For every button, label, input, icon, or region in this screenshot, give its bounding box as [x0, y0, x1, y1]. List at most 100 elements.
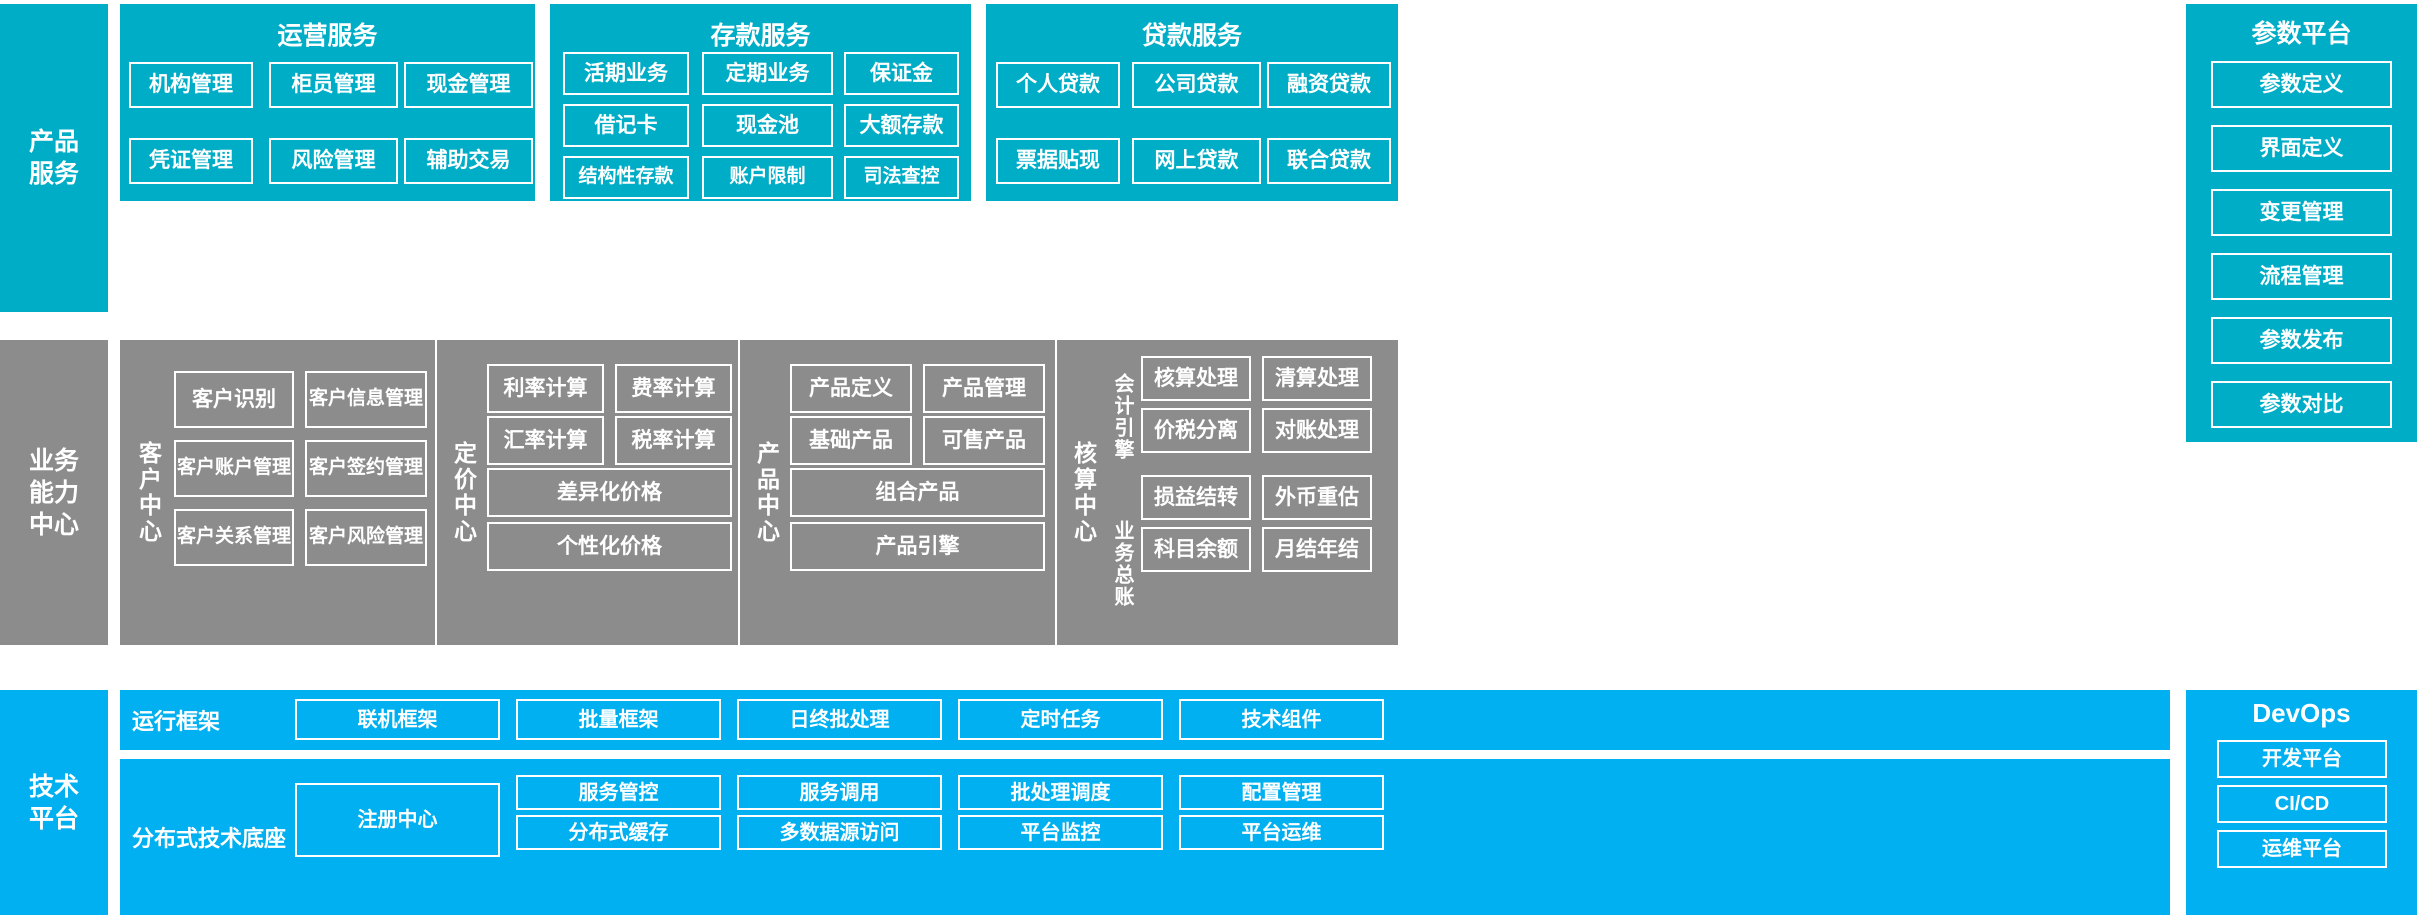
- tile-price-tax-separation[interactable]: 价税分离: [1141, 408, 1251, 453]
- tile-customer-info-management[interactable]: 客户信息管理: [305, 371, 427, 428]
- tile-cash-pool[interactable]: 现金池: [702, 104, 833, 147]
- tile-settlement-processing[interactable]: 清算处理: [1262, 356, 1372, 401]
- business-capability-label-line2: 能力: [28, 478, 79, 507]
- tile-risk-management[interactable]: 风险管理: [269, 138, 398, 184]
- tile-process-management[interactable]: 流程管理: [2211, 253, 2392, 300]
- tile-combined-product[interactable]: 组合产品: [790, 468, 1045, 517]
- business-capability-label-line3: 中心: [28, 510, 79, 539]
- tile-auxiliary-transaction[interactable]: 辅助交易: [404, 138, 533, 184]
- tile-product-engine[interactable]: 产品引擎: [790, 522, 1045, 571]
- tile-personal-loan[interactable]: 个人贷款: [996, 62, 1120, 108]
- tile-tax-rate-calc[interactable]: 税率计算: [615, 416, 732, 465]
- group-operation-service-title: 运营服务: [277, 22, 378, 50]
- tile-profit-loss-carryover[interactable]: 损益结转: [1141, 475, 1251, 520]
- tile-voucher-management[interactable]: 凭证管理: [129, 138, 253, 184]
- tile-service-invocation[interactable]: 服务调用: [737, 775, 942, 810]
- center-product-label: 产品中心: [753, 440, 780, 545]
- tile-subject-balance[interactable]: 科目余额: [1141, 527, 1251, 572]
- technology-platform-band-label: 技术 平台: [0, 690, 108, 915]
- tile-joint-loan[interactable]: 联合贷款: [1267, 138, 1391, 184]
- tile-platform-operations[interactable]: 平台运维: [1179, 815, 1384, 850]
- group-deposit-service: 存款服务 活期业务 定期业务 保证金 借记卡 现金池 大额存款 结构性存款 账户…: [550, 4, 971, 201]
- tile-margin-deposit[interactable]: 保证金: [844, 52, 959, 95]
- business-capability-label: 业务 能力 中心: [0, 340, 108, 645]
- tile-month-year-closing[interactable]: 月结年结: [1262, 527, 1372, 572]
- group-loan-service-title: 贷款服务: [1141, 22, 1242, 50]
- tile-differentiated-price[interactable]: 差异化价格: [487, 468, 732, 517]
- tile-batch-framework[interactable]: 批量框架: [516, 699, 721, 740]
- tile-online-framework[interactable]: 联机框架: [295, 699, 500, 740]
- tile-customer-relation-management[interactable]: 客户关系管理: [174, 509, 294, 566]
- tile-registry-center[interactable]: 注册中心: [295, 783, 500, 857]
- tile-basic-product[interactable]: 基础产品: [790, 416, 912, 465]
- tile-large-deposit[interactable]: 大额存款: [844, 104, 959, 147]
- tile-interest-rate-calc[interactable]: 利率计算: [487, 364, 604, 413]
- technology-platform-label-line2: 平台: [28, 804, 79, 833]
- tech-row-distributed-base-label: 分布式技术底座: [132, 826, 287, 851]
- tile-end-of-day-batch[interactable]: 日终批处理: [737, 699, 942, 740]
- tile-parameter-publish[interactable]: 参数发布: [2211, 317, 2392, 364]
- center-pricing-label: 定价中心: [450, 440, 477, 545]
- tile-customer-account-management[interactable]: 客户账户管理: [174, 440, 294, 497]
- tile-scheduled-task[interactable]: 定时任务: [958, 699, 1163, 740]
- tile-bill-discount[interactable]: 票据贴现: [996, 138, 1120, 184]
- group-operation-service: 运营服务 机构管理 柜员管理 现金管理 凭证管理 风险管理 辅助交易: [120, 4, 535, 201]
- tile-fee-rate-calc[interactable]: 费率计算: [615, 364, 732, 413]
- center-accounting-sublabel-ledger: 业务总账: [1111, 520, 1133, 608]
- group-loan-service: 贷款服务 个人贷款 公司贷款 融资贷款 票据贴现 网上贷款 联合贷款: [986, 4, 1398, 201]
- parameter-platform-title: 参数平台: [2251, 20, 2352, 48]
- tile-sellable-product[interactable]: 可售产品: [923, 416, 1045, 465]
- tile-change-management[interactable]: 变更管理: [2211, 189, 2392, 236]
- product-service-label-line1: 产品: [28, 128, 79, 156]
- tile-technical-component[interactable]: 技术组件: [1179, 699, 1384, 740]
- tile-corporate-loan[interactable]: 公司贷款: [1132, 62, 1261, 108]
- tile-online-loan[interactable]: 网上贷款: [1132, 138, 1261, 184]
- business-capability-band-label: 业务 能力 中心: [0, 340, 108, 645]
- tile-exchange-rate-calc[interactable]: 汇率计算: [487, 416, 604, 465]
- tile-judicial-control[interactable]: 司法查控: [844, 156, 959, 199]
- tile-distributed-cache[interactable]: 分布式缓存: [516, 815, 721, 850]
- tile-foreign-currency-revaluation[interactable]: 外币重估: [1262, 475, 1372, 520]
- tile-accounting-processing[interactable]: 核算处理: [1141, 356, 1251, 401]
- tile-interface-definition[interactable]: 界面定义: [2211, 125, 2392, 172]
- tile-demand-business[interactable]: 活期业务: [563, 52, 689, 95]
- tile-teller-management[interactable]: 柜员管理: [269, 62, 398, 108]
- tile-parameter-compare[interactable]: 参数对比: [2211, 381, 2392, 428]
- tile-customer-identify[interactable]: 客户识别: [174, 371, 294, 428]
- tile-platform-monitoring[interactable]: 平台监控: [958, 815, 1163, 850]
- product-service-label-line2: 服务: [28, 160, 79, 188]
- tile-batch-scheduling[interactable]: 批处理调度: [958, 775, 1163, 810]
- technology-platform-label: 技术 平台: [0, 690, 108, 915]
- tile-time-business[interactable]: 定期业务: [702, 52, 833, 95]
- tile-product-management[interactable]: 产品管理: [923, 364, 1045, 413]
- devops-panel: DevOps 开发平台 CI/CD 运维平台: [2186, 690, 2417, 915]
- tile-structured-deposit[interactable]: 结构性存款: [563, 156, 689, 199]
- center-product: 产品中心 产品定义 产品管理 基础产品 可售产品 组合产品 产品引擎: [740, 340, 1055, 645]
- tile-customer-contract-management[interactable]: 客户签约管理: [305, 440, 427, 497]
- tile-ops-platform[interactable]: 运维平台: [2217, 830, 2387, 868]
- tile-org-management[interactable]: 机构管理: [129, 62, 253, 108]
- tile-account-restriction[interactable]: 账户限制: [702, 156, 833, 199]
- tile-cash-management[interactable]: 现金管理: [404, 62, 533, 108]
- tech-row-runtime-framework: 运行框架 联机框架 批量框架 日终批处理 定时任务 技术组件: [120, 690, 2170, 750]
- tile-service-governance[interactable]: 服务管控: [516, 775, 721, 810]
- tile-personalized-price[interactable]: 个性化价格: [487, 522, 732, 571]
- tile-multi-datasource-access[interactable]: 多数据源访问: [737, 815, 942, 850]
- devops-title: DevOps: [2252, 698, 2351, 728]
- parameter-platform-panel: 参数平台 参数定义 界面定义 变更管理 流程管理 参数发布 参数对比: [2186, 4, 2417, 442]
- tile-configuration-management[interactable]: 配置管理: [1179, 775, 1384, 810]
- tile-parameter-definition[interactable]: 参数定义: [2211, 61, 2392, 108]
- technology-platform-label-line1: 技术: [28, 772, 79, 801]
- center-customer-label: 客户中心: [135, 440, 162, 545]
- tile-reconciliation-processing[interactable]: 对账处理: [1262, 408, 1372, 453]
- tile-customer-risk-management[interactable]: 客户风险管理: [305, 509, 427, 566]
- tile-debit-card[interactable]: 借记卡: [563, 104, 689, 147]
- tech-row-runtime-framework-label: 运行框架: [132, 709, 221, 734]
- tile-ci-cd[interactable]: CI/CD: [2217, 785, 2387, 823]
- tile-financing-loan[interactable]: 融资贷款: [1267, 62, 1391, 108]
- center-accounting-sublabel-engine: 会计引擎: [1111, 373, 1133, 461]
- tile-product-definition[interactable]: 产品定义: [790, 364, 912, 413]
- group-deposit-service-title: 存款服务: [710, 22, 811, 50]
- tile-dev-platform[interactable]: 开发平台: [2217, 740, 2387, 778]
